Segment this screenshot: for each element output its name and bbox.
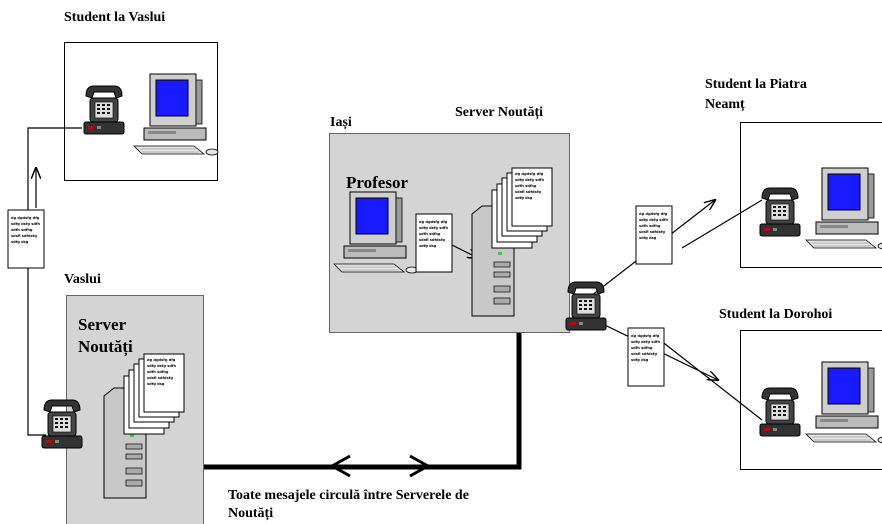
piatra-message-icon bbox=[635, 205, 673, 265]
piatra-phone-icon bbox=[759, 187, 801, 237]
vaslui-server-phone-icon bbox=[41, 399, 83, 449]
message-document-icon bbox=[7, 209, 45, 269]
label-server-vaslui-2: Noutăți bbox=[78, 337, 133, 356]
label-student-piatra-2: Neamț bbox=[705, 97, 745, 112]
vaslui-document-stack-icon bbox=[123, 353, 185, 435]
label-iasi: Iași bbox=[330, 115, 352, 130]
label-student-dorohoi: Student la Dorohoi bbox=[719, 307, 833, 322]
label-profesor: Profesor bbox=[346, 173, 408, 192]
iasi-document-stack-icon bbox=[491, 167, 553, 249]
dorohoi-phone-icon bbox=[759, 387, 801, 437]
label-vaslui: Vaslui bbox=[64, 272, 101, 287]
label-bottom-2: Noutăți bbox=[228, 506, 274, 521]
profesor-computer-icon bbox=[333, 191, 419, 274]
label-server-iasi: Server Noutăți bbox=[455, 105, 543, 120]
label-bottom-1: Toate mesajele circulă între Serverele d… bbox=[228, 488, 469, 503]
label-student-piatra-1: Student la Piatra bbox=[705, 77, 807, 92]
label-server-vaslui-1: Server bbox=[78, 315, 127, 334]
profesor-message-icon bbox=[415, 213, 453, 273]
backbone-link bbox=[204, 333, 522, 478]
vaslui-student-computer-icon bbox=[133, 73, 219, 156]
iasi-modem-icon bbox=[565, 281, 607, 331]
dorohoi-message-icon bbox=[627, 327, 665, 387]
label-student-vaslui: Student la Vaslui bbox=[64, 10, 166, 25]
dorohoi-computer-icon bbox=[805, 361, 882, 444]
piatra-computer-icon bbox=[805, 167, 882, 250]
vaslui-student-phone-icon bbox=[83, 85, 125, 135]
